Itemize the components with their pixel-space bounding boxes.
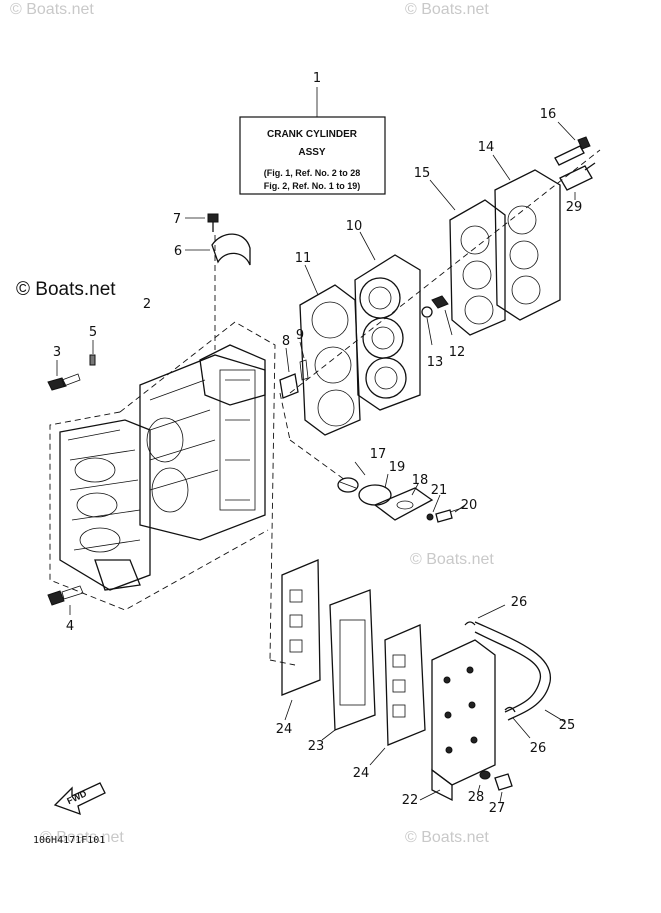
clip-26-bottom [504,706,531,739]
clamp-6 [185,233,251,266]
callout-9: 9 [296,328,304,343]
washer-21 [426,494,441,521]
callout-21: 21 [431,483,448,498]
washer-13 [421,306,433,346]
watermark-bottom-right: © Boats.net [405,829,489,846]
watermark-middle-left: © Boats.net [16,279,116,300]
callout-23: 23 [308,739,325,754]
callout-16: 16 [540,107,557,122]
callout-5: 5 [89,325,97,340]
crankcase-block [59,344,266,591]
callout-13: 13 [427,355,444,370]
callout-11: 11 [295,251,312,266]
cover-18 [373,483,434,521]
hose-25 [474,621,566,723]
callout-20: 20 [461,498,478,513]
bolt-16 [554,121,591,166]
callout-3: 3 [53,345,61,360]
title-box-frame [239,116,386,195]
callout-4: 4 [66,619,74,634]
callout-28: 28 [468,790,485,805]
callout-7: 7 [173,212,181,227]
watermark-top-right: © Boats.net [405,1,489,18]
watermark-bottom-left: © Boats.net [40,829,124,846]
callout-8: 8 [282,334,290,349]
callout-15: 15 [414,166,431,181]
bolt-4 [47,585,84,615]
callout-1: 1 [313,71,321,86]
callout-24: 24 [276,722,293,737]
gasket-11 [299,264,361,436]
gasket-23 [321,589,376,741]
gasket-15 [429,179,506,336]
callout-26: 26 [511,595,528,610]
clip-26-top [464,604,506,626]
washer-28 [477,770,491,793]
callout-25: 25 [559,718,576,733]
callout-6: 6 [174,244,182,259]
callout-10: 10 [346,219,363,234]
callout-14: 14 [478,140,495,155]
bolt-20 [435,504,466,523]
callout-29: 29 [566,200,583,215]
pin-5 [89,354,96,366]
thermostat-17 [337,461,366,493]
screw-9 [299,341,309,381]
title-line-1: CRANK CYLINDER [267,129,358,140]
head-cover-14 [492,154,561,321]
callout-18: 18 [412,473,429,488]
title-line-2: ASSY [298,147,326,158]
spark-plug-29 [559,162,596,200]
assembly-outline [49,149,601,666]
bolt-7 [185,213,219,232]
callout-19: 19 [389,460,406,475]
bolt-27 [494,773,513,803]
fwd-arrow: FWD [53,782,106,816]
callout-24: 24 [353,766,370,781]
watermark-middle-right: © Boats.net [410,551,494,568]
callout-17: 17 [370,447,387,462]
title-line-3: (Fig. 1, Ref. No. 2 to 28 [264,168,361,178]
callout-22: 22 [402,793,419,808]
callout-12: 12 [449,345,466,360]
exhaust-cover-22 [419,639,496,802]
gasket-24-a [281,559,321,721]
watermark-top-left: © Boats.net [10,1,94,18]
bracket-8 [279,347,299,399]
gasket-24-b [369,624,426,766]
title-box: CRANK CYLINDER ASSY (Fig. 1, Ref. No. 2 … [239,87,386,195]
bolt-3 [47,360,81,391]
callout-27: 27 [489,801,506,816]
nut-12 [431,295,453,336]
title-line-4: Fig. 2, Ref. No. 1 to 19) [264,181,361,191]
diagram-code: 106H4171F101 [33,835,105,846]
cylinder-head-10 [354,231,421,411]
callout-26: 26 [530,741,547,756]
callout-2: 2 [143,297,151,312]
